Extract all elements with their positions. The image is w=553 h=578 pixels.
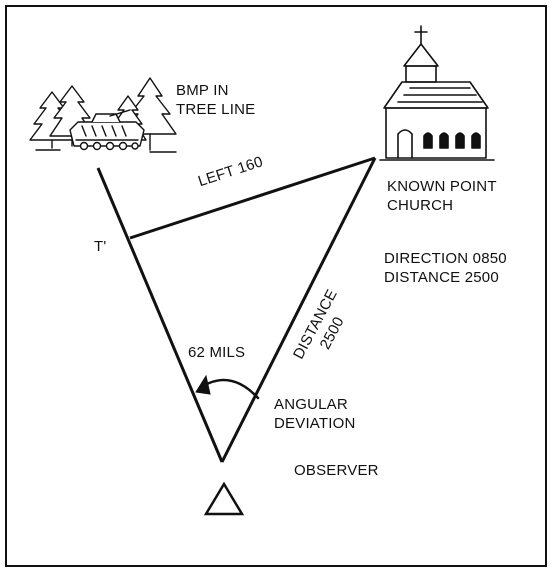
target-label-line-1: BMP IN [176,82,255,101]
angular-deviation-label: ANGULAR DEVIATION [274,396,356,434]
church-icon [380,26,494,160]
target-label-line-2: TREE LINE [176,101,255,120]
angular-deviation-line-1: ANGULAR [274,396,356,415]
direction-distance-label: DIRECTION 0850 DISTANCE 2500 [384,250,507,288]
observer-target-line [98,168,222,462]
t-prime-label: T' [94,238,106,257]
known-point-label-line-2: CHURCH [387,197,497,216]
observer-triangle-icon [206,484,242,514]
known-point-label-line-1: KNOWN POINT [387,178,497,197]
bmp-in-tree-line-icon [30,78,176,152]
angular-deviation-arrow-icon [196,376,258,398]
mils-label: 62 MILS [188,344,245,363]
target-label: BMP IN TREE LINE [176,82,255,120]
distance-text: DISTANCE 2500 [384,269,507,288]
observer-label: OBSERVER [294,462,379,481]
known-point-label: KNOWN POINT CHURCH [387,178,497,216]
angular-deviation-line-2: DEVIATION [274,415,356,434]
direction-text: DIRECTION 0850 [384,250,507,269]
